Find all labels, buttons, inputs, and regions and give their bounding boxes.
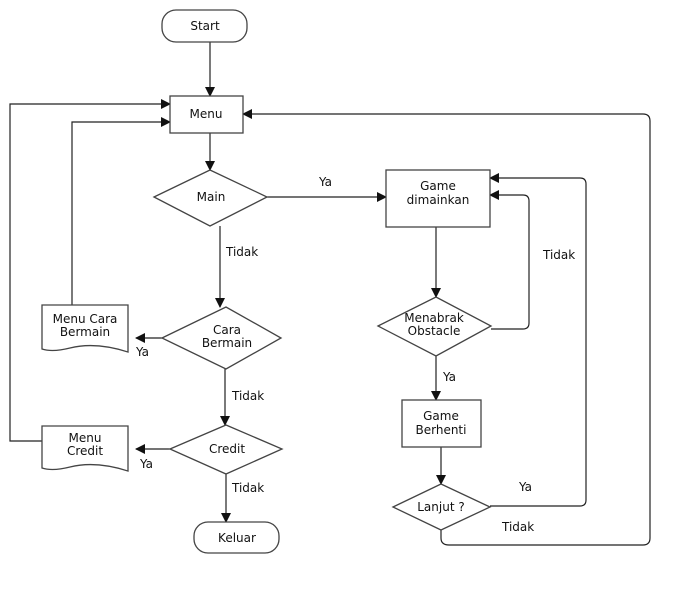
edge-label-lanjut-tidak: Tidak (501, 520, 534, 534)
edge-lanjut-tidak-back-to-menu (242, 109, 651, 546)
main-label: Main (197, 190, 226, 204)
start-terminal: Start (161, 9, 248, 43)
edge-menu-cara-back-to-menu (71, 117, 171, 305)
edge-label-menabrak-ya: Ya (442, 370, 456, 384)
edge-label-main-tidak: Tidak (225, 245, 258, 259)
edge-label-cara-bermain-ya: Ya (135, 345, 149, 359)
lanjut-decision: Lanjut ? (391, 483, 492, 531)
edge-label-lanjut-ya: Ya (518, 480, 532, 494)
edge-menu-credit-back-to-menu (9, 99, 171, 442)
edge-labels: Ya Tidak Ya Tidak Ya Tidak Tidak Ya Ya T… (135, 175, 575, 534)
lanjut-label: Lanjut ? (417, 500, 464, 514)
edge-label-cara-bermain-tidak: Tidak (231, 389, 264, 403)
start-label: Start (190, 19, 220, 33)
keluar-terminal: Keluar (193, 521, 280, 554)
menu-label: Menu (190, 107, 223, 121)
credit-decision: Credit (168, 424, 284, 475)
edge-label-menabrak-tidak: Tidak (542, 248, 575, 262)
credit-label: Credit (209, 442, 245, 456)
keluar-label: Keluar (218, 531, 256, 545)
edge-label-credit-ya: Ya (139, 457, 153, 471)
main-decision: Main (152, 169, 269, 227)
edge-lanjut-ya-back-to-game (489, 173, 587, 507)
edge-label-main-ya: Ya (318, 175, 332, 189)
menu-process: Menu (169, 95, 244, 134)
edge-label-credit-tidak: Tidak (231, 481, 264, 495)
edges (9, 42, 651, 546)
edge-menabrak-tidak-back-to-game (489, 190, 530, 330)
